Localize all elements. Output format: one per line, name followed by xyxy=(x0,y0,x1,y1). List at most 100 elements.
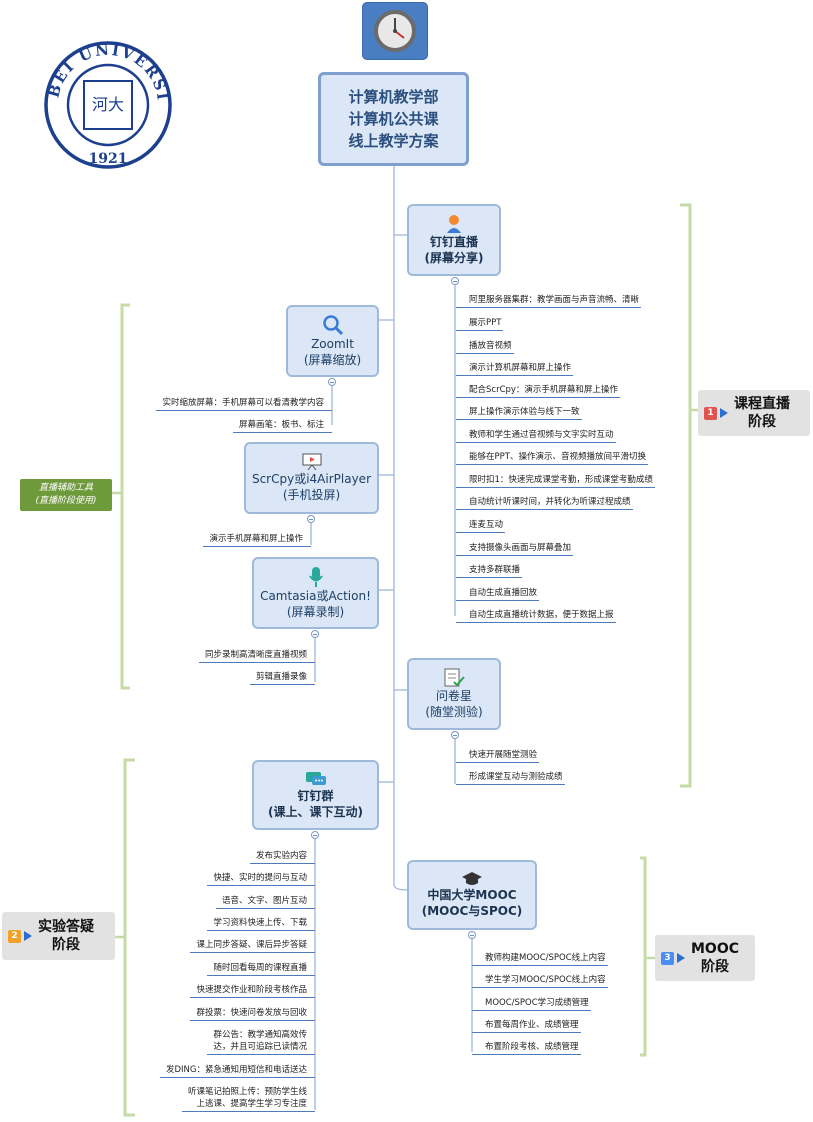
dingtalk-live-item[interactable]: 展示PPT xyxy=(456,317,504,331)
item-line: 听课笔记拍照上传：预防学生线 xyxy=(187,1087,307,1097)
zoomit-item[interactable]: 实时缩放屏幕：手机屏幕可以看清教学内容 xyxy=(156,397,332,411)
camtasia-item[interactable]: 同步录制高清晰度直播视频 xyxy=(198,649,315,663)
dingtalk-group-item[interactable]: 发DING：紧急通知用短信和电话送达 xyxy=(160,1064,315,1078)
survey-check-icon xyxy=(443,668,465,688)
camtasia-title: Camtasia或Action! xyxy=(260,589,371,603)
dingtalk-live-item[interactable]: 阿里服务器集群：教学画面与声音流畅、清晰 xyxy=(456,294,642,308)
scrcpy-item[interactable]: 演示手机屏幕和屏上操作 xyxy=(203,533,311,547)
camtasia-item[interactable]: 剪辑直播录像 xyxy=(249,671,315,685)
stage-3-line-2: 阶段 xyxy=(701,959,729,975)
wenjuanxing-item[interactable]: 快速开展随堂测验 xyxy=(456,749,540,763)
root-title-line-2: 计算机公共课 xyxy=(348,110,439,128)
stage-3-label: 3 MOOC 阶段 xyxy=(655,935,755,981)
scrcpy-subtitle: (手机投屏) xyxy=(282,488,341,502)
dingtalk-group-node[interactable]: 钉钉群 (课上、课下互动) xyxy=(252,760,379,830)
dingtalk-live-item[interactable]: 自动统计听课时间，并转化为听课过程成绩 xyxy=(456,496,633,510)
collapse-toggle[interactable] xyxy=(451,731,459,739)
camtasia-node[interactable]: Camtasia或Action! (屏幕录制) xyxy=(252,557,379,629)
dingtalk-live-item[interactable]: 播放音视频 xyxy=(456,340,514,354)
mooc-item[interactable]: MOOC/SPOC学习成绩管理 xyxy=(472,997,591,1011)
item-line: 上逃课、提高学生学习专注度 xyxy=(196,1099,307,1109)
flag-icon xyxy=(720,408,728,418)
dingtalk-live-node[interactable]: 钉钉直播 (屏幕分享) xyxy=(407,204,501,276)
dingtalk-live-title: 钉钉直播 xyxy=(429,235,478,249)
mooc-item[interactable]: 教师构建MOOC/SPOC线上内容 xyxy=(472,952,608,966)
wenjuanxing-subtitle: (随堂测验) xyxy=(425,705,483,719)
svg-text:HEBEI UNIVERSITY: HEBEI UNIVERSITY xyxy=(43,40,172,103)
scrcpy-node[interactable]: ScrCpy或i4AirPlayer (手机投屏) xyxy=(244,442,379,514)
root-node[interactable]: 计算机教学部 计算机公共课 线上教学方案 xyxy=(318,72,469,166)
zoomit-title: ZoomIt xyxy=(311,337,354,351)
stage-2-text: 实验答疑 阶段 xyxy=(38,918,94,954)
dingtalk-group-item[interactable]: 快速提交作业和阶段考核作品 xyxy=(190,984,315,998)
mooc-item[interactable]: 布置阶段考核、成绩管理 xyxy=(472,1041,581,1055)
mooc-subtitle: (MOOC与SPOC) xyxy=(421,904,523,918)
dingtalk-group-item[interactable]: 群公告：教学通知高效传达，并且可追踪已读情况 xyxy=(207,1029,315,1055)
wenjuanxing-item[interactable]: 形成课堂互动与测验成绩 xyxy=(456,771,565,785)
aux-tools-label: 直播辅助工具 (直播阶段使用) xyxy=(20,479,112,511)
dingtalk-live-item[interactable]: 自动生成直播统计数据，便于数据上报 xyxy=(456,609,616,623)
search-icon xyxy=(322,314,344,336)
aux-tools-line-1: 直播辅助工具 xyxy=(38,483,93,493)
collapse-toggle[interactable] xyxy=(451,277,459,285)
graduation-cap-icon xyxy=(461,871,483,887)
collapse-toggle[interactable] xyxy=(328,378,336,386)
presentation-icon xyxy=(302,453,322,471)
scrcpy-title: ScrCpy或i4AirPlayer xyxy=(251,472,372,486)
dingtalk-live-item[interactable]: 屏上操作演示体验与线下一致 xyxy=(456,406,582,420)
dingtalk-group-item[interactable]: 快捷、实时的提问与互动 xyxy=(207,872,315,886)
dingtalk-live-item[interactable]: 演示计算机屏幕和屏上操作 xyxy=(456,362,574,376)
dingtalk-live-item[interactable]: 自动生成直播回放 xyxy=(456,587,540,601)
zoomit-item[interactable]: 屏幕画笔：板书、标注 xyxy=(232,419,332,433)
wenjuanxing-node[interactable]: 问卷星 (随堂测验) xyxy=(407,658,501,730)
dingtalk-live-subtitle: (屏幕分享) xyxy=(424,251,484,265)
badge-3: 3 xyxy=(661,951,674,965)
dingtalk-live-item[interactable]: 限时扣1：快速完成课堂考勤，形成课堂考勤成绩 xyxy=(456,474,655,488)
stage-3-text: MOOC 阶段 xyxy=(691,940,739,976)
badge-1: 1 xyxy=(704,406,717,420)
university-logo: HEBEI UNIVERSITY 河大 1921 xyxy=(35,26,173,170)
stage-2-line-2: 阶段 xyxy=(52,937,80,953)
dingtalk-live-item[interactable]: 配合ScrCpy：演示手机屏幕和屏上操作 xyxy=(456,384,620,398)
dingtalk-group-item[interactable]: 学习资料快速上传、下载 xyxy=(207,917,315,931)
stage-1-label: 1 课程直播 阶段 xyxy=(698,390,810,436)
svg-text:1921: 1921 xyxy=(89,151,128,167)
item-line: 达，并且可追踪已读情况 xyxy=(213,1042,307,1052)
aux-tools-line-2: (直播阶段使用) xyxy=(35,496,97,506)
dingtalk-live-item[interactable]: 连麦互动 xyxy=(456,519,506,533)
stage-1-line-2: 阶段 xyxy=(748,414,776,430)
root-title-line-1: 计算机教学部 xyxy=(348,88,439,106)
root-title-line-3: 线上教学方案 xyxy=(348,132,439,150)
dingtalk-live-item[interactable]: 支持摄像头画面与屏幕叠加 xyxy=(456,542,574,556)
wenjuanxing-title: 问卷星 xyxy=(435,689,472,703)
dingtalk-live-item[interactable]: 支持多群联播 xyxy=(456,564,523,578)
zoomit-node[interactable]: ZoomIt (屏幕缩放) xyxy=(286,305,379,377)
svg-text:河大: 河大 xyxy=(92,95,124,114)
stage-3-line-1: MOOC xyxy=(691,941,740,957)
stage-2-line-1: 实验答疑 xyxy=(38,919,94,935)
collapse-toggle[interactable] xyxy=(468,931,476,939)
flag-icon xyxy=(677,953,685,963)
collapse-toggle[interactable] xyxy=(307,515,315,523)
dingtalk-group-item[interactable]: 课上同步答疑、课后异步答疑 xyxy=(190,939,315,953)
mooc-item[interactable]: 学生学习MOOC/SPOC线上内容 xyxy=(472,974,608,988)
dingtalk-group-title: 钉钉群 xyxy=(297,789,334,803)
microphone-icon xyxy=(307,566,325,588)
dingtalk-group-item[interactable]: 随时回看每周的课程直播 xyxy=(207,962,315,976)
dingtalk-group-subtitle: (课上、课下互动) xyxy=(268,805,363,819)
dingtalk-group-item[interactable]: 群投票：快速问卷发放与回收 xyxy=(190,1007,315,1021)
mooc-title: 中国大学MOOC xyxy=(427,888,517,902)
stage-2-label: 2 实验答疑 阶段 xyxy=(2,912,115,960)
mooc-item[interactable]: 布置每周作业、成绩管理 xyxy=(472,1019,581,1033)
dingtalk-live-item[interactable]: 教师和学生通过音视频与文字实时互动 xyxy=(456,429,616,443)
collapse-toggle[interactable] xyxy=(311,630,319,638)
stage-1-line-1: 课程直播 xyxy=(734,396,790,412)
dingtalk-live-item[interactable]: 能够在PPT、操作演示、音视频播放间平滑切换 xyxy=(456,451,648,465)
mooc-node[interactable]: 中国大学MOOC (MOOC与SPOC) xyxy=(407,860,537,930)
collapse-toggle[interactable] xyxy=(311,831,319,839)
chat-bubbles-icon xyxy=(305,770,327,788)
user-headset-icon xyxy=(445,214,463,234)
dingtalk-group-item[interactable]: 语音、文字、图片互动 xyxy=(215,895,315,909)
dingtalk-group-item[interactable]: 发布实验内容 xyxy=(249,850,315,864)
dingtalk-group-item[interactable]: 听课笔记拍照上传：预防学生线上逃课、提高学生学习专注度 xyxy=(181,1086,315,1112)
